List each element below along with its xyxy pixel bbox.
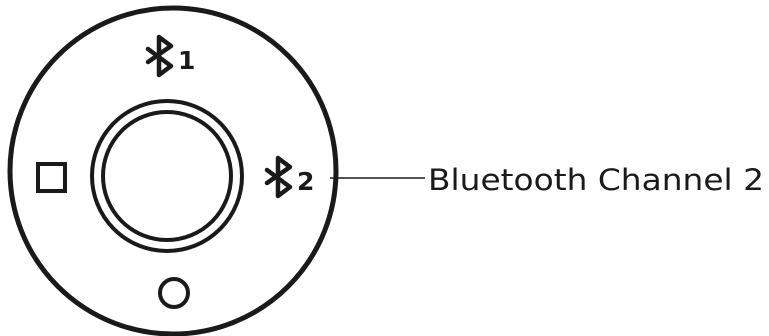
center-button-outer-ring xyxy=(90,99,244,253)
bluetooth-channel-2-marker: 2 xyxy=(264,155,314,199)
callout-label: Bluetooth Channel 2 xyxy=(428,163,764,197)
bluetooth-channel-1-number: 1 xyxy=(178,46,195,75)
center-button-inner-ring xyxy=(101,110,233,242)
square-icon xyxy=(36,162,67,193)
bluetooth-icon xyxy=(145,34,174,78)
circle-icon xyxy=(158,277,190,309)
bluetooth-channel-2-number: 2 xyxy=(297,167,314,196)
bluetooth-channel-1-marker: 1 xyxy=(145,34,195,78)
bluetooth-icon xyxy=(264,155,293,199)
dial-outer-ring xyxy=(7,5,339,336)
